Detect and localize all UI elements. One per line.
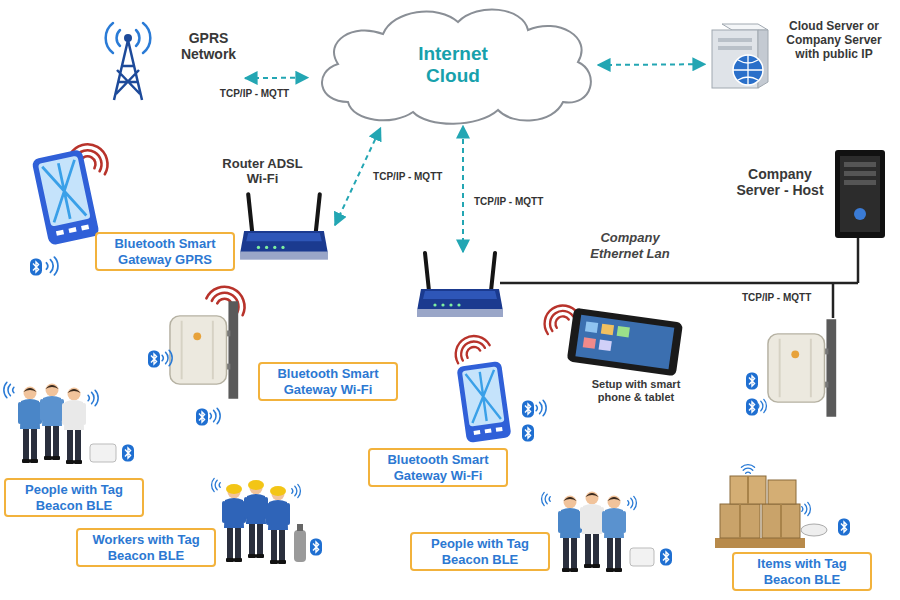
router-icon <box>240 194 328 259</box>
workers-group <box>212 478 322 564</box>
cargo-boxes <box>715 465 850 548</box>
callout-text: People with Tag Beacon BLE <box>11 482 137 513</box>
node-label: GPRS Network <box>172 30 245 62</box>
protocol-label: TCP/IP - MQTT <box>371 170 444 183</box>
callout-text: Bluetooth Smart Gateway GPRS <box>102 236 228 267</box>
server-node: Company Server - Host <box>730 150 890 238</box>
tablet-icon <box>537 298 683 376</box>
node-label: Company Server - Host <box>730 166 830 198</box>
cloud-outline <box>322 10 591 124</box>
protocol-label: TCP/IP - MQTT <box>472 196 545 208</box>
protocol-label: TCP/IP - MQTT <box>740 292 813 304</box>
node-label: Cloud Server or Company Server with publ… <box>775 20 893 61</box>
gateway-device <box>148 280 251 425</box>
protocol-label: TCP/IP - MQTT <box>218 87 291 100</box>
gateway-device <box>449 329 546 443</box>
callout-box: Bluetooth Smart Gateway Wi-Fi <box>368 448 508 487</box>
cloud-shape: Internet Cloud <box>308 2 598 128</box>
callout-box: People with Tag Beacon BLE <box>4 478 144 517</box>
callout-text: Workers with Tag Beacon BLE <box>83 532 209 563</box>
node-label: Router ADSL Wi-Fi <box>215 157 310 187</box>
network-label: Company Ethernet Lan <box>575 230 685 261</box>
ethernet-line <box>500 238 858 318</box>
uplink-arrow <box>462 126 464 252</box>
callout-box: Items with Tag Beacon BLE <box>732 552 872 591</box>
router-icon <box>417 253 503 317</box>
server-tower <box>835 150 885 238</box>
dashed-arrow <box>598 63 705 66</box>
callout-box: Bluetooth Smart Gateway GPRS <box>95 232 235 271</box>
callout-text: People with Tag Beacon BLE <box>417 536 543 567</box>
dashed-arrow <box>245 77 308 80</box>
people-group <box>4 382 134 464</box>
device-caption: Setup with smart phone & tablet <box>575 378 697 403</box>
people-group <box>542 492 672 573</box>
cloud-server-icon <box>712 24 768 88</box>
callout-text: Bluetooth Smart Gateway Wi-Fi <box>265 366 391 397</box>
gateway-device <box>746 319 836 417</box>
callout-box: Workers with Tag Beacon BLE <box>76 528 216 567</box>
server-node: Cloud Server or Company Server with publ… <box>705 18 895 95</box>
radio-tower <box>106 23 151 100</box>
cloud-label: Internet Cloud <box>403 43 503 87</box>
callout-text: Bluetooth Smart Gateway Wi-Fi <box>375 452 501 483</box>
callout-box: People with Tag Beacon BLE <box>410 532 550 571</box>
callout-box: Bluetooth Smart Gateway Wi-Fi <box>258 362 398 401</box>
callout-text: Items with Tag Beacon BLE <box>739 556 865 587</box>
node-label: Setup with smart phone & tablet <box>575 378 697 403</box>
